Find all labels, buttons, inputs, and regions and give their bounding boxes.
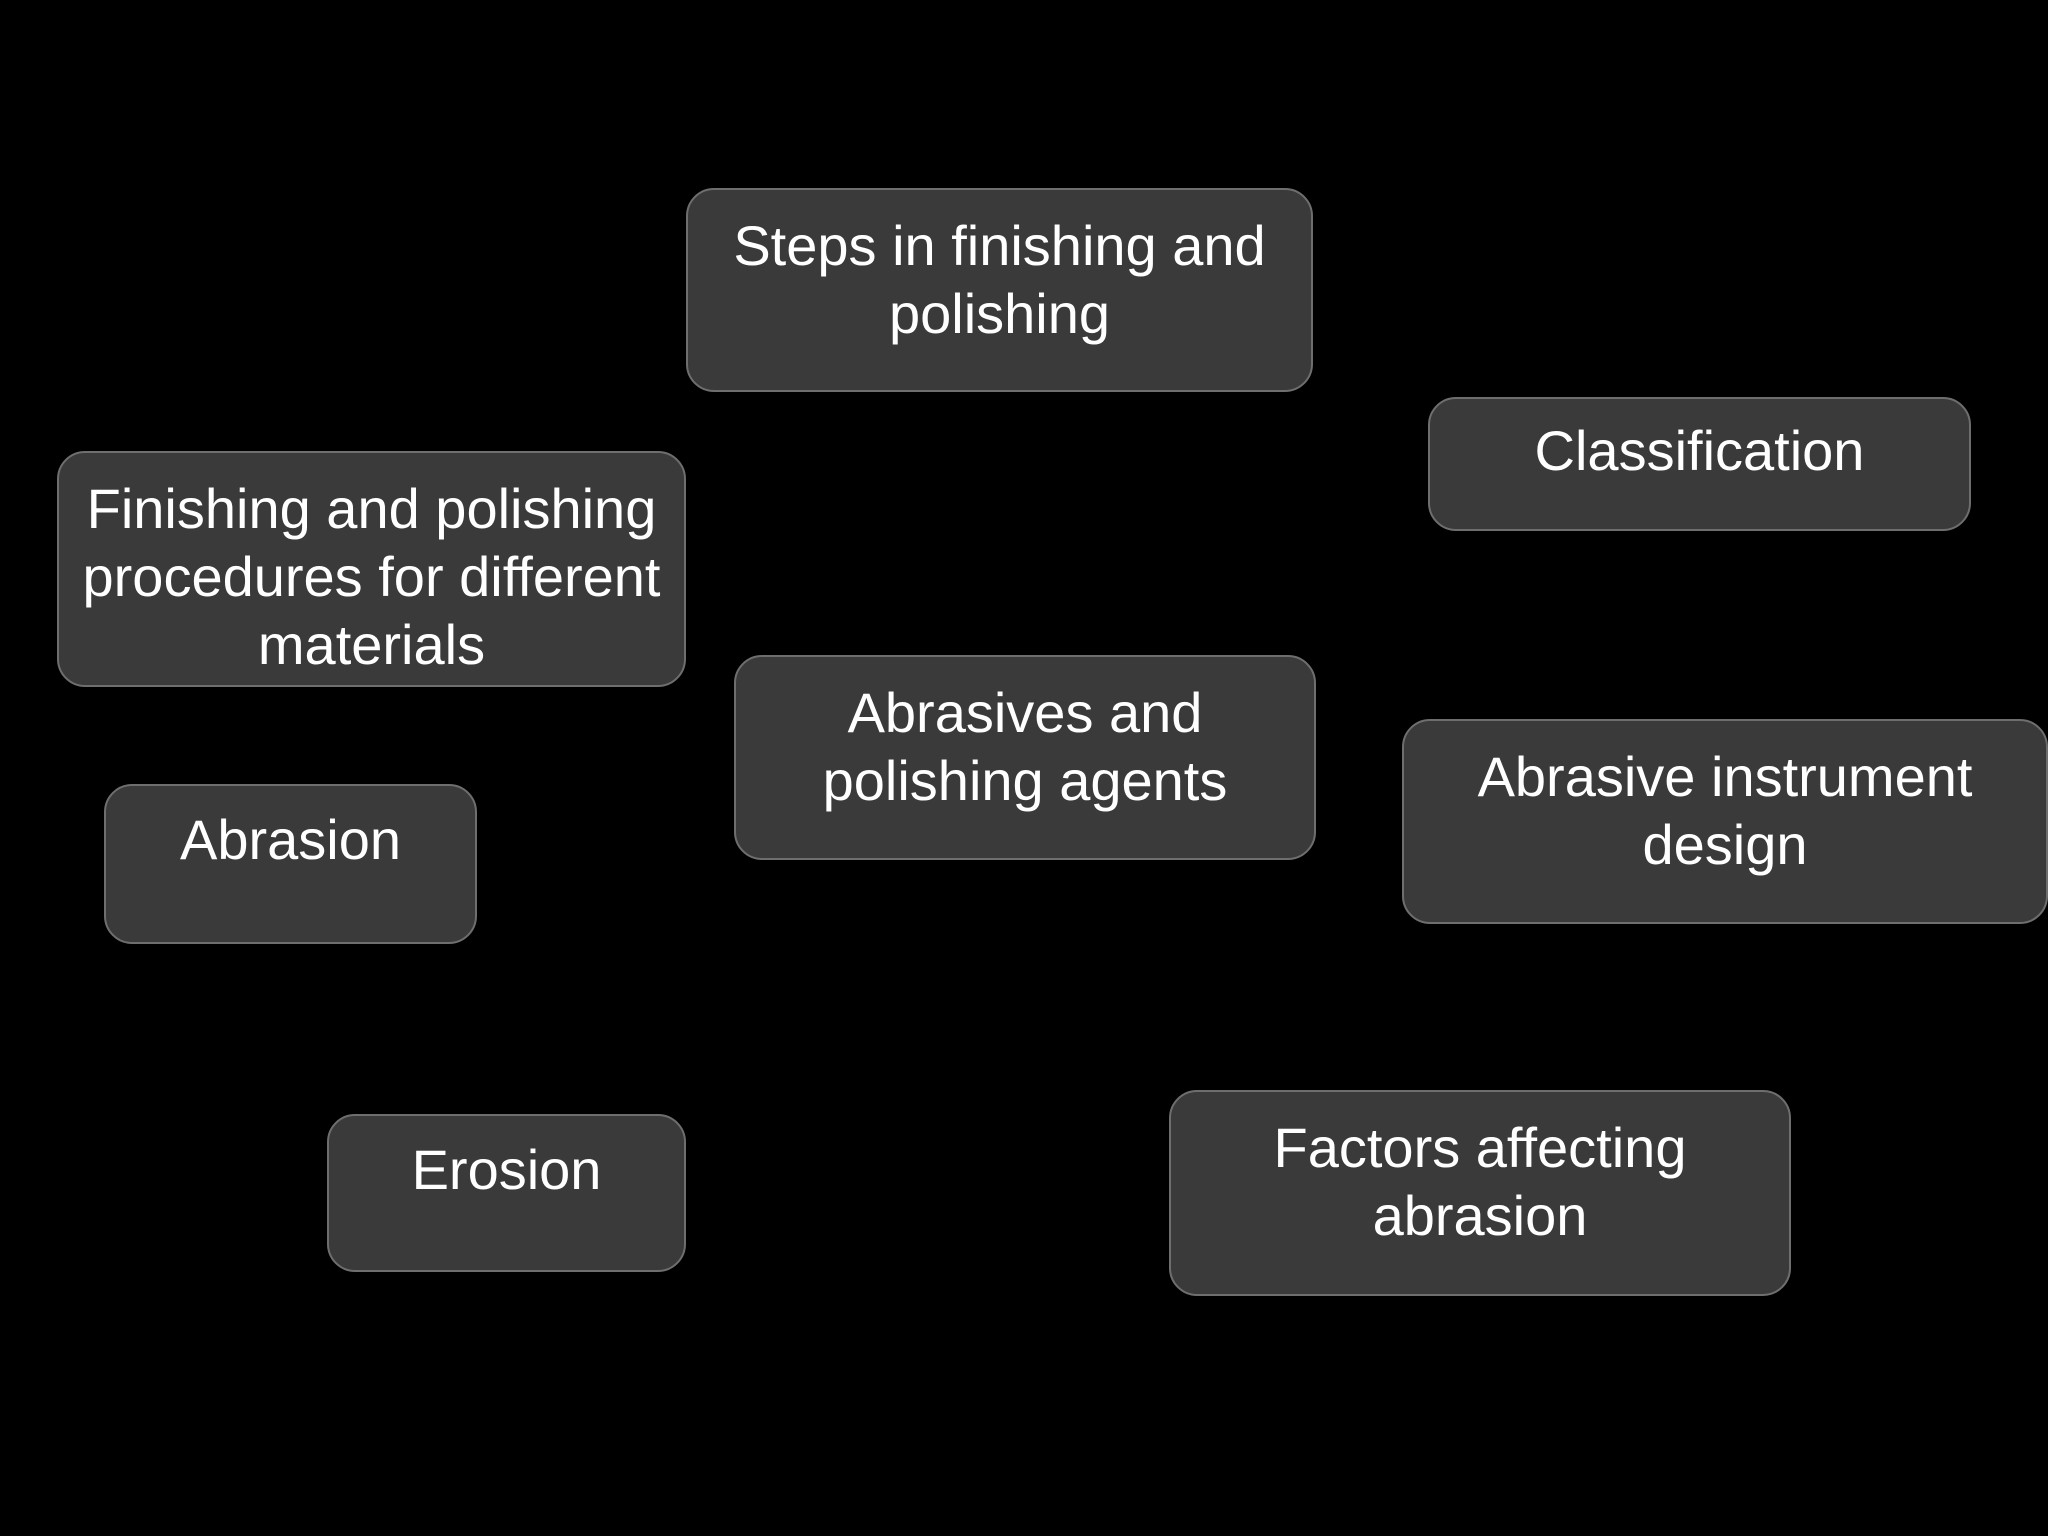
- node-abrasives-and-polishing-agents: Abrasives and polishing agents: [734, 655, 1316, 860]
- node-label: Factors affecting abrasion: [1273, 1116, 1687, 1247]
- node-abrasive-instrument-design: Abrasive instrument design: [1402, 719, 2048, 924]
- node-erosion: Erosion: [327, 1114, 686, 1272]
- node-label: Abrasives and polishing agents: [822, 681, 1228, 812]
- node-label: Finishing and polishing procedures for d…: [82, 477, 661, 676]
- node-finishing-and-polishing-procedures: Finishing and polishing procedures for d…: [57, 451, 686, 687]
- node-abrasion: Abrasion: [104, 784, 477, 944]
- node-label: Abrasion: [179, 808, 402, 871]
- node-label: Classification: [1534, 419, 1865, 482]
- node-classification: Classification: [1428, 397, 1971, 531]
- node-label: Abrasive instrument design: [1477, 745, 1973, 876]
- node-steps-in-finishing-and-polishing: Steps in finishing and polishing: [686, 188, 1313, 392]
- node-factors-affecting-abrasion: Factors affecting abrasion: [1169, 1090, 1791, 1296]
- node-label: Steps in finishing and polishing: [733, 214, 1266, 345]
- node-label: Erosion: [411, 1138, 602, 1201]
